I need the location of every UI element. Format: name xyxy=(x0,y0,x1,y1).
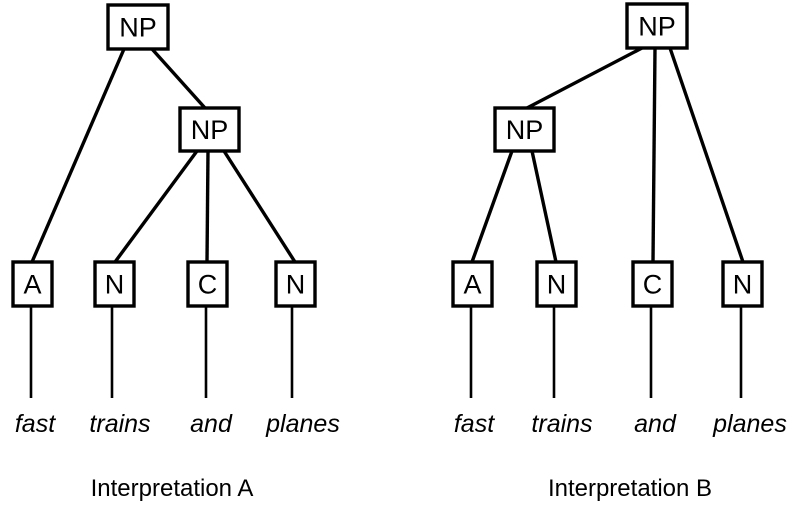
node-box-a-pos-a xyxy=(11,260,54,308)
node-b-pos-n1: N xyxy=(535,260,578,308)
node-label-a-pos-a: A xyxy=(23,270,41,300)
node-label-b-pos-a: A xyxy=(463,270,481,300)
node-box-b-pos-n2 xyxy=(721,260,764,308)
node-b-pos-c: C xyxy=(631,260,674,308)
node-b-pos-n2: N xyxy=(721,260,764,308)
node-label-a-pos-n2: N xyxy=(286,270,306,300)
node-a-pos-a: A xyxy=(11,260,54,308)
caption-interpretation-b: Interpretation B xyxy=(548,475,712,502)
node-label-b-np-inner: NP xyxy=(506,115,544,145)
node-label-a-np-root: NP xyxy=(119,13,157,43)
node-label-b-np-root: NP xyxy=(638,12,676,42)
node-box-b-np-root xyxy=(625,2,689,50)
node-box-a-np-root xyxy=(106,3,170,51)
edge-b-np-root-to-b-pos-n2 xyxy=(668,47,745,263)
node-label-b-pos-n2: N xyxy=(733,270,753,300)
node-label-a-np-inner: NP xyxy=(191,115,229,145)
word-label-interpretation-b-3: planes xyxy=(712,410,787,438)
edge-b-np-root-to-b-np-inner xyxy=(526,46,643,110)
node-box-a-pos-n1 xyxy=(93,260,136,308)
node-a-pos-n2: N xyxy=(274,260,317,308)
node-b-pos-a: A xyxy=(451,260,494,308)
edge-a-np-inner-to-a-pos-n1 xyxy=(113,149,199,264)
node-a-pos-c: C xyxy=(186,260,229,308)
word-label-interpretation-a-2: and xyxy=(190,410,233,438)
edge-b-np-root-to-b-pos-c xyxy=(651,47,657,263)
word-label-interpretation-b-2: and xyxy=(634,410,677,438)
caption-interpretation-a: Interpretation A xyxy=(91,475,254,502)
node-b-np-root: NP xyxy=(625,2,689,50)
node-label-b-pos-c: C xyxy=(643,270,663,300)
node-label-a-pos-n1: N xyxy=(105,270,125,300)
edge-a-np-inner-to-a-pos-n2 xyxy=(222,150,297,263)
node-box-b-pos-a xyxy=(451,260,494,308)
node-box-b-np-inner xyxy=(493,106,556,153)
node-a-np-inner: NP xyxy=(178,106,241,153)
edge-a-np-inner-to-a-pos-c xyxy=(205,150,210,263)
word-label-interpretation-a-0: fast xyxy=(15,410,56,438)
node-box-b-pos-n1 xyxy=(535,260,578,308)
edge-a-np-root-to-a-np-inner xyxy=(150,47,207,110)
node-a-np-root: NP xyxy=(106,3,170,51)
word-label-interpretation-b-0: fast xyxy=(454,410,495,438)
edge-b-np-inner-to-b-pos-a xyxy=(470,150,514,263)
node-box-b-pos-c xyxy=(631,260,674,308)
node-b-np-inner: NP xyxy=(493,106,556,153)
node-box-a-pos-n2 xyxy=(274,260,317,308)
edge-a-np-root-to-a-pos-a xyxy=(30,48,126,263)
word-label-interpretation-b-1: trains xyxy=(531,410,592,438)
node-label-a-pos-c: C xyxy=(198,270,218,300)
word-label-interpretation-a-3: planes xyxy=(265,410,340,438)
edge-b-np-inner-to-b-pos-n1 xyxy=(530,150,558,263)
word-label-interpretation-a-1: trains xyxy=(89,410,150,438)
node-label-b-pos-n1: N xyxy=(547,270,567,300)
node-box-a-pos-c xyxy=(186,260,229,308)
node-box-a-np-inner xyxy=(178,106,241,153)
node-a-pos-n1: N xyxy=(93,260,136,308)
